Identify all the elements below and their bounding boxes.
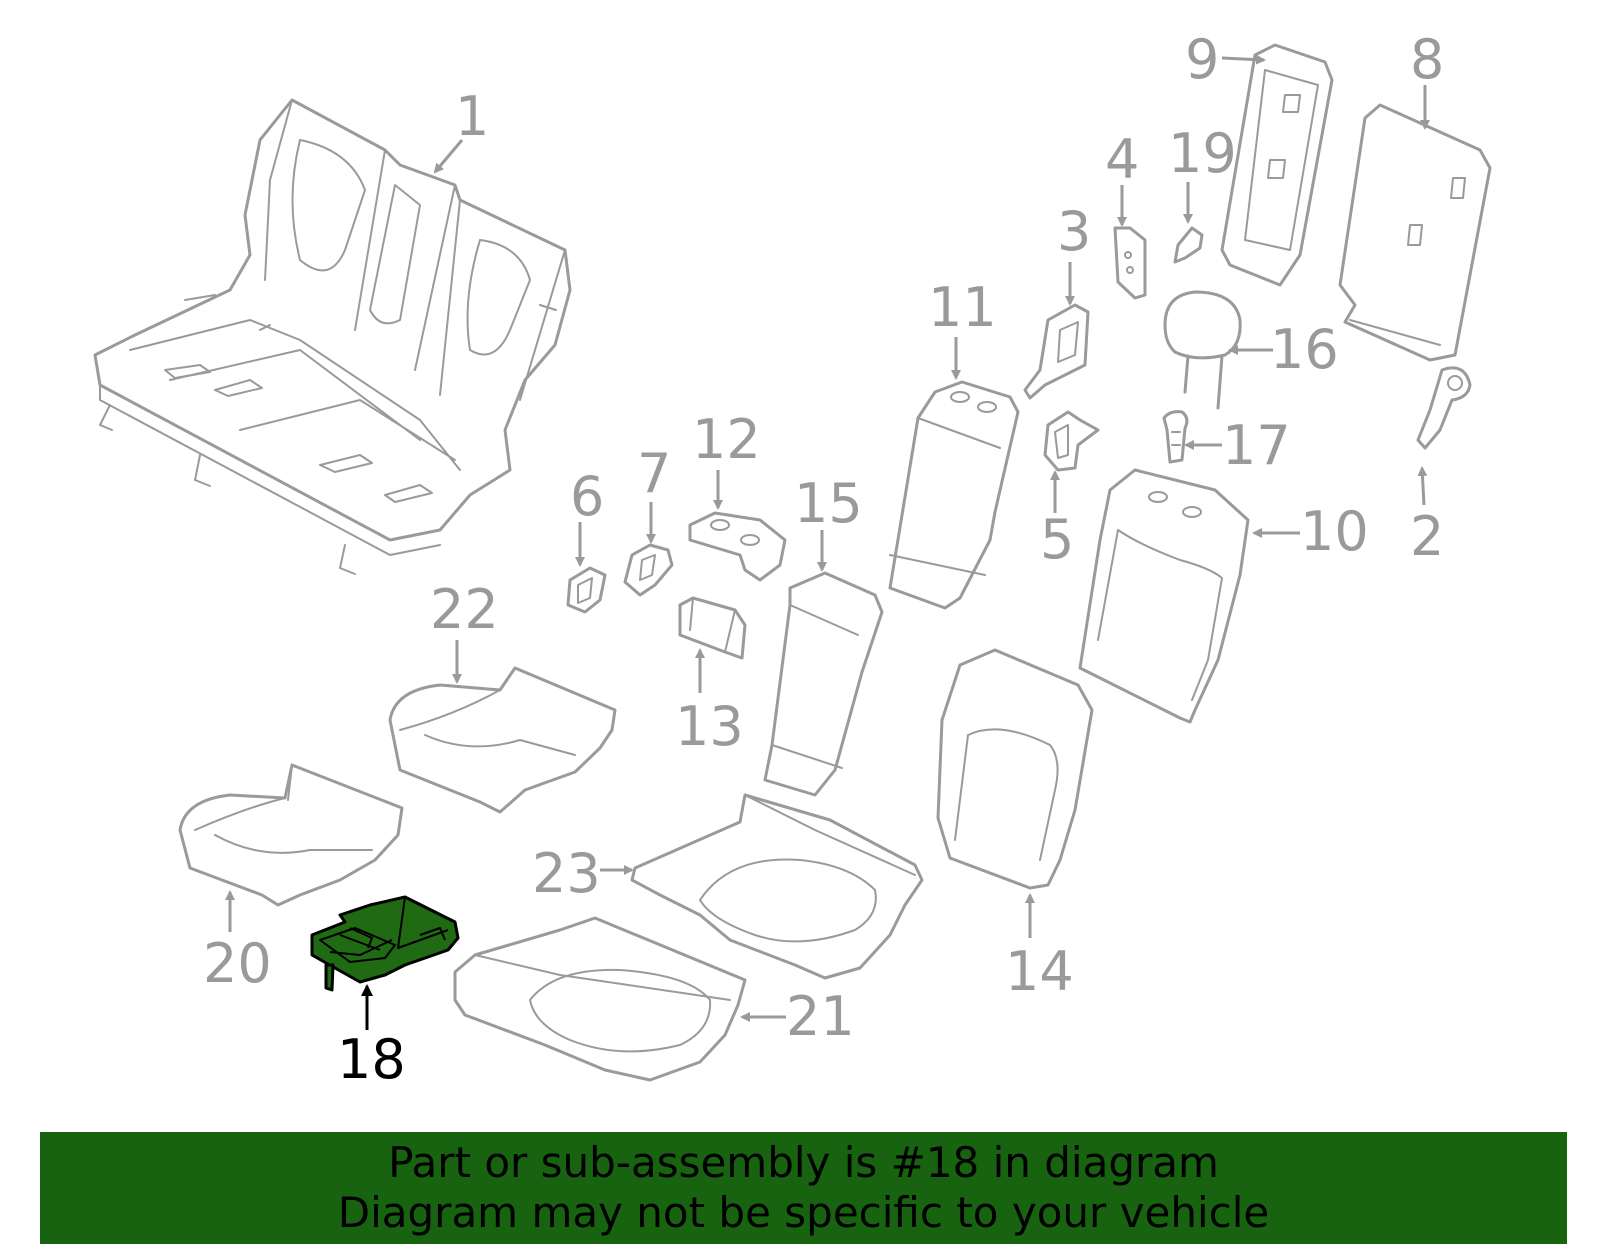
- callout-1: 1: [455, 85, 489, 148]
- callout-19: 19: [1168, 122, 1237, 185]
- callout-9: 9: [1185, 28, 1219, 91]
- callout-2: 2: [1410, 505, 1444, 568]
- latch-handle-part-2: [1416, 366, 1472, 450]
- banner-line-2: Diagram may not be specific to your vehi…: [337, 1188, 1270, 1237]
- trim-part-4: [1113, 226, 1147, 300]
- trim-part-19: [1173, 226, 1204, 264]
- callout-4: 4: [1105, 128, 1139, 191]
- callout-14: 14: [1005, 940, 1074, 1003]
- bracket-part-13: [678, 596, 747, 660]
- callout-13: 13: [675, 695, 744, 758]
- back-panel-part-9: [1220, 43, 1334, 287]
- trim-part-3: [1023, 303, 1090, 400]
- arrow-9: [1221, 54, 1266, 65]
- callout-20: 20: [203, 932, 272, 995]
- callout-15: 15: [794, 472, 863, 535]
- callout-10: 10: [1300, 500, 1369, 563]
- callout-12: 12: [692, 408, 761, 471]
- callout-arrows: [225, 54, 1430, 1030]
- back-panel-part-8: [1338, 103, 1492, 362]
- arrow-2: [1417, 466, 1428, 506]
- callout-22: 22: [430, 578, 499, 641]
- callout-8: 8: [1410, 28, 1444, 91]
- callout-18: 18: [337, 1028, 406, 1091]
- callout-16: 16: [1270, 318, 1339, 381]
- banner-line-1: Part or sub-assembly is #18 in diagram: [388, 1138, 1219, 1187]
- cushion-cover-part-21: [453, 916, 747, 1082]
- guide-part-17: [1162, 410, 1189, 464]
- callout-3: 3: [1057, 200, 1091, 263]
- trim-part-7: [623, 543, 674, 597]
- trim-part-5: [1043, 410, 1100, 472]
- callout-17: 17: [1222, 414, 1291, 477]
- callout-5: 5: [1040, 508, 1074, 571]
- callout-6: 6: [570, 465, 604, 528]
- callout-labels: 1 2 3 4 5 6 7 8 9 10 11 12 13 14 15 16 1…: [203, 28, 1444, 1091]
- cushion-cover-part-20: [178, 763, 404, 907]
- backrest-cover-part-14: [936, 648, 1094, 890]
- info-banner: Part or sub-assembly is #18 in diagram D…: [40, 1132, 1567, 1244]
- arrow-1: [433, 139, 464, 174]
- parts-diagram: 1 2 3 4 5 6 7 8 9 10 11 12 13 14 15 16 1…: [93, 28, 1492, 1091]
- callout-7: 7: [637, 442, 671, 505]
- highlighted-part-18: [310, 895, 460, 992]
- callout-23: 23: [532, 842, 601, 905]
- trim-part-6: [566, 566, 607, 614]
- cushion-cover-part-22: [388, 666, 617, 814]
- backrest-center-part-15: [763, 571, 884, 797]
- backrest-cover-part-10: [1078, 468, 1250, 724]
- armrest-part-11: [888, 380, 1020, 610]
- callout-21: 21: [786, 985, 855, 1048]
- callout-11: 11: [928, 276, 997, 339]
- seat-frame-part-1: [93, 98, 572, 575]
- cushion-cover-part-23: [630, 793, 924, 980]
- cupholder-part-12: [688, 511, 787, 582]
- headrest-part-16: [1163, 290, 1242, 410]
